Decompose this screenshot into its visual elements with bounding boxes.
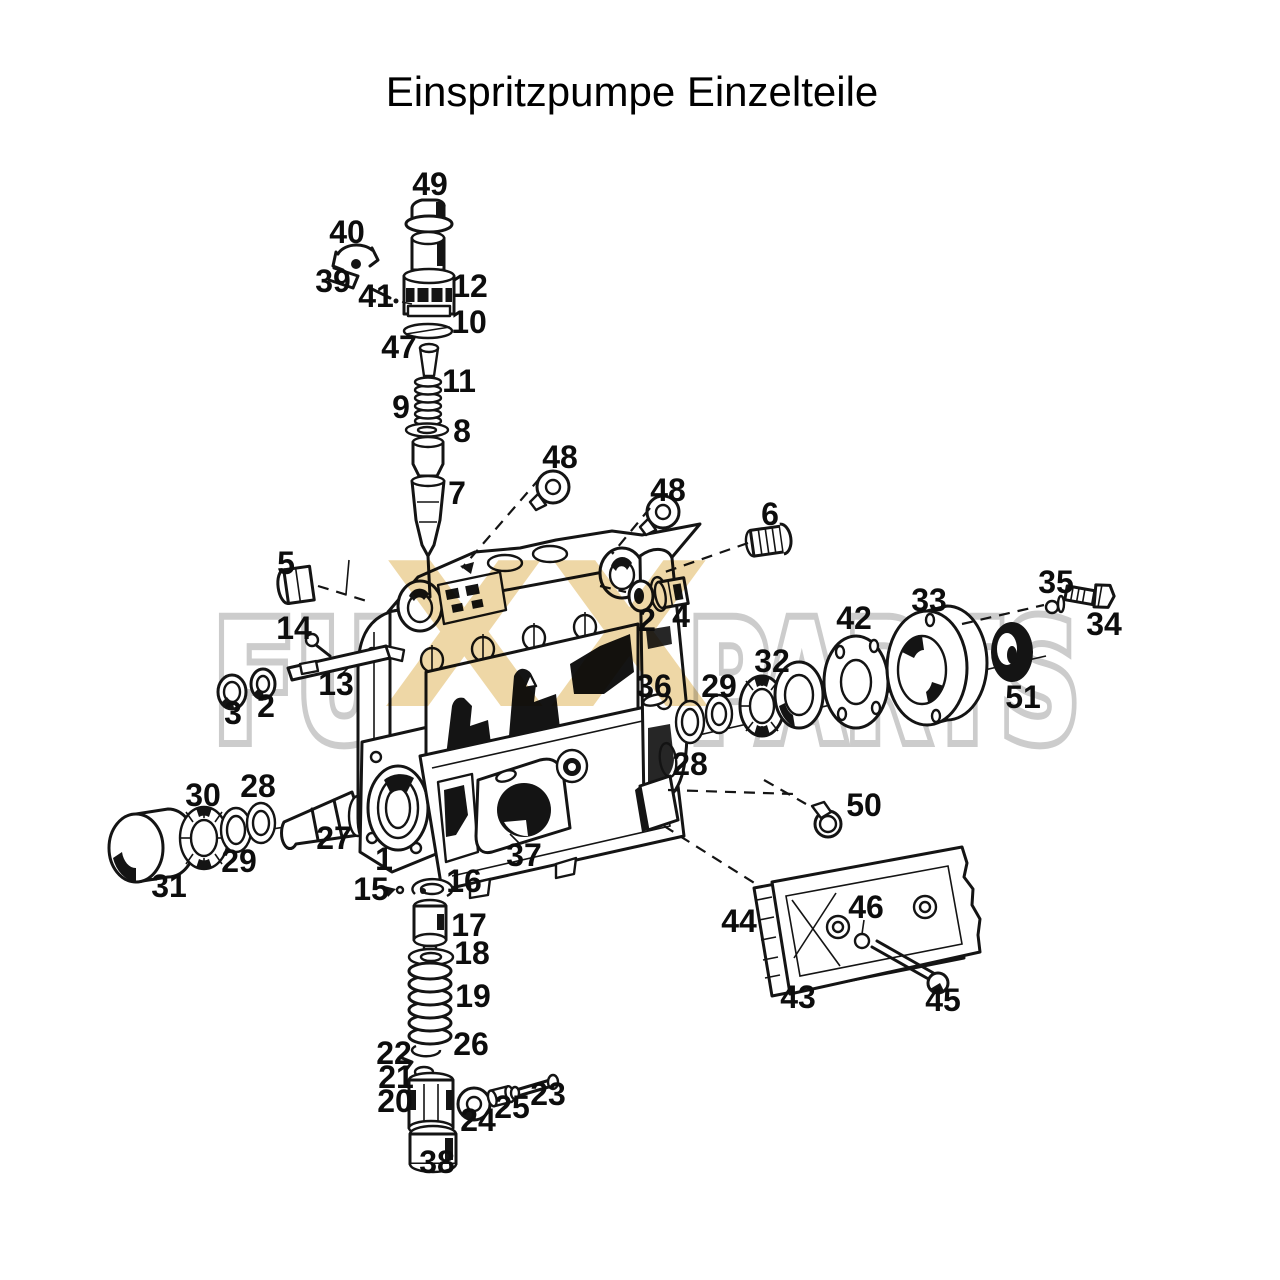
part-number-label: 7 [448,475,466,511]
delivery-valve-stack [402,198,456,599]
part-number-label: 17 [451,907,487,943]
part-number-label: 2 [638,602,656,638]
part-number-label: 29 [221,843,257,879]
part-number-label: 50 [846,787,882,823]
part-number-label: 14 [276,610,312,646]
part-number-label: 13 [318,666,354,702]
part-number-label: 40 [329,214,365,250]
part-number-label: 2 [257,688,275,724]
part-number-label: 18 [454,935,490,971]
part-number-label: 44 [721,903,757,939]
part-number-label: 5 [277,545,295,581]
part-number-label: 34 [1086,606,1122,642]
watermark-accent: XX [382,521,712,754]
page-title: Einspritzpumpe Einzelteile [385,68,879,115]
part-number-label: 23 [530,1076,566,1112]
part-number-label: 28 [240,768,276,804]
part-number-label: 15 [353,871,389,907]
part-number-label: 24 [460,1102,496,1138]
part-number-label: 33 [911,582,947,618]
part-number-label: 49 [412,166,448,202]
plunger-stack [384,877,560,1174]
part-number-label: 46 [848,889,884,925]
drive-flange-stack [642,583,1116,745]
part-number-label: 28 [672,746,708,782]
part-number-label: 25 [494,1089,530,1125]
part-number-label: 45 [925,982,961,1018]
governor-bracket [327,243,413,305]
part-number-label: 39 [315,263,351,299]
camshaft-bearing-stack [107,787,385,884]
part-number-label: 30 [185,777,221,813]
part-number-label: 3 [224,695,242,731]
part-number-label: 31 [151,868,187,904]
part-number-label: 48 [542,439,578,475]
part-number-label: 26 [453,1026,489,1062]
part-number-label: 29 [701,668,737,704]
part-number-label: 51 [1005,679,1041,715]
part-number-label: 32 [754,643,790,679]
part-number-label: 12 [452,268,488,304]
part-number-label: 47 [381,329,417,365]
part-number-label: 1 [375,841,393,877]
part-number-label: 4 [672,598,690,634]
part-number-label: 35 [1038,564,1074,600]
part-number-label: 16 [446,863,482,899]
leader-lines [317,477,807,885]
part-number-label: 48 [650,472,686,508]
part-number-label: 19 [455,978,491,1014]
part-number-label: 43 [780,979,816,1015]
barrel-plug-parts [627,576,690,613]
part-number-label: 10 [451,304,487,340]
part-number-label: 11 [442,363,476,399]
part-number-label: 37 [506,837,542,873]
part-number-label: 27 [316,820,352,856]
part-number-label: 8 [453,413,471,449]
part-number-label: 36 [636,668,672,704]
part-number-label: 41 [358,278,394,314]
part-number-label: 42 [836,600,872,636]
overflow-screws [528,469,793,558]
pump-body [356,522,702,900]
part-number-label: 21 [378,1059,414,1095]
part-number-label: 6 [761,496,779,532]
part-number-label: 22 [376,1035,412,1071]
part-number-label: 38 [419,1144,455,1180]
side-cover-plate [752,800,982,998]
left-side-parts [216,559,406,711]
part-number-label: 20 [377,1083,413,1119]
part-number-label: 9 [392,389,410,425]
